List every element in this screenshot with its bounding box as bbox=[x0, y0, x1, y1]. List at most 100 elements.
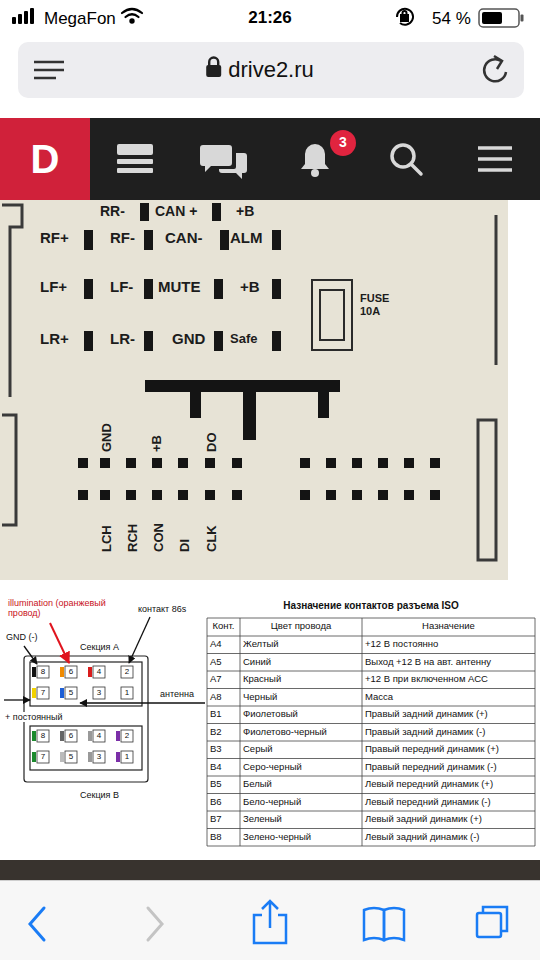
table-cell: Фиолетово-черный bbox=[243, 727, 327, 738]
pin-hole bbox=[232, 458, 242, 468]
wire-stub bbox=[88, 731, 92, 741]
battery-icon bbox=[479, 9, 524, 27]
pin-name: RCH bbox=[126, 524, 141, 552]
pin-hole bbox=[430, 490, 440, 500]
table-grid bbox=[207, 618, 535, 846]
pin-hole bbox=[178, 458, 188, 468]
pin-hole bbox=[78, 490, 88, 500]
pin-number: 5 bbox=[66, 752, 76, 761]
fuse-outline bbox=[312, 280, 352, 350]
pin-name: +B bbox=[240, 278, 260, 295]
table-cell: B1 bbox=[210, 709, 222, 720]
pin-hole bbox=[78, 458, 88, 468]
grid-line bbox=[207, 846, 535, 847]
grid-line bbox=[207, 723, 535, 724]
pin-number: 1 bbox=[122, 752, 132, 761]
pin-hole bbox=[126, 490, 136, 500]
grid-line bbox=[207, 688, 535, 689]
table-cell: B8 bbox=[210, 832, 222, 843]
pin-hole bbox=[205, 458, 215, 468]
table-cell: Синий bbox=[243, 657, 271, 668]
pin-name: CAN- bbox=[165, 229, 203, 246]
table-cell: Зелено-черный bbox=[243, 832, 311, 843]
pin-number: 7 bbox=[38, 688, 48, 697]
pin-outline bbox=[65, 751, 77, 763]
pin-number: 5 bbox=[66, 688, 76, 697]
table-cell: Фиолетовый bbox=[243, 709, 298, 720]
pin-outline bbox=[37, 687, 49, 699]
pin-number: 4 bbox=[94, 731, 104, 740]
grid-line bbox=[207, 758, 535, 759]
wire-stub bbox=[60, 667, 64, 677]
illumination-arrow bbox=[50, 623, 69, 663]
photo-ground bbox=[0, 200, 508, 580]
callout-text: антенна bbox=[160, 689, 194, 699]
pin-outline bbox=[93, 687, 105, 699]
wire-stub bbox=[32, 667, 36, 677]
pin-number: 6 bbox=[66, 731, 76, 740]
bell-icon bbox=[301, 144, 329, 177]
pin-hole bbox=[352, 458, 362, 468]
url-bar: drive2.ru bbox=[18, 42, 524, 98]
pin-hole bbox=[232, 490, 242, 500]
leader-lines bbox=[4, 617, 205, 703]
pin-name: RF- bbox=[110, 229, 135, 246]
signal-icon bbox=[12, 8, 34, 24]
wire-stub bbox=[32, 731, 36, 741]
grid-line bbox=[535, 618, 536, 846]
grid-line bbox=[207, 671, 535, 672]
pin-name: CLK bbox=[205, 525, 220, 552]
pin-hole bbox=[126, 458, 136, 468]
table-cell: Бело-черный bbox=[243, 797, 301, 808]
grid-line bbox=[207, 741, 535, 742]
status-text: 54 % bbox=[432, 9, 471, 29]
table-cell: B6 bbox=[210, 797, 222, 808]
pin-outline bbox=[93, 730, 105, 742]
grid-line bbox=[362, 618, 363, 846]
pin-holes bbox=[78, 458, 440, 500]
callout-text: + постоянный bbox=[4, 712, 63, 722]
grid-line bbox=[207, 636, 535, 637]
pin-name: DI bbox=[178, 539, 193, 552]
clock-text: 21:26 bbox=[235, 8, 305, 28]
pin-hole bbox=[152, 490, 162, 500]
table-cell: +12 В постоянно bbox=[365, 639, 438, 650]
chat-icon bbox=[200, 145, 247, 179]
table-cell: Левый передний динамик (+) bbox=[365, 779, 493, 790]
pin-outline bbox=[37, 730, 49, 742]
pin-hole bbox=[100, 458, 110, 468]
table-cell: Правый задний динамик (-) bbox=[365, 727, 485, 738]
grid-line bbox=[207, 653, 535, 654]
grid-line bbox=[207, 618, 208, 846]
wire-stub bbox=[32, 752, 36, 762]
table-cell: B2 bbox=[210, 727, 222, 738]
table-cell: Зеленый bbox=[243, 814, 282, 825]
pin-number: 4 bbox=[94, 667, 104, 676]
menu-icon bbox=[478, 148, 512, 170]
table-cell: Правый передний динамик (-) bbox=[365, 762, 497, 773]
table-cell: Желтый bbox=[243, 639, 279, 650]
forward-icon bbox=[148, 908, 162, 940]
table-cell: A5 bbox=[210, 657, 222, 668]
table-cell: Черный bbox=[243, 692, 277, 703]
pin-name: LF- bbox=[110, 278, 133, 295]
pin-hole bbox=[404, 490, 414, 500]
search-icon bbox=[392, 145, 421, 174]
grid-line bbox=[207, 776, 535, 777]
wire-stub bbox=[88, 667, 92, 677]
pin-name: RR- bbox=[100, 203, 125, 219]
toolbar-rule bbox=[0, 880, 540, 881]
table-cell: Левый задний динамик (+) bbox=[365, 814, 482, 825]
pin-number: 6 bbox=[66, 667, 76, 676]
section-name: Секция А bbox=[80, 642, 119, 652]
toolbar bbox=[0, 880, 540, 960]
pin-hole bbox=[378, 490, 388, 500]
wifi-icon bbox=[122, 9, 142, 23]
section-name: Секция В bbox=[80, 790, 119, 800]
grid-line bbox=[207, 706, 535, 707]
housing-outline bbox=[2, 205, 496, 560]
pin-name: RF+ bbox=[40, 229, 69, 246]
pin-name: GND bbox=[172, 330, 205, 347]
pin-name: LR+ bbox=[40, 330, 69, 347]
table-header: Цвет провода bbox=[240, 621, 362, 632]
